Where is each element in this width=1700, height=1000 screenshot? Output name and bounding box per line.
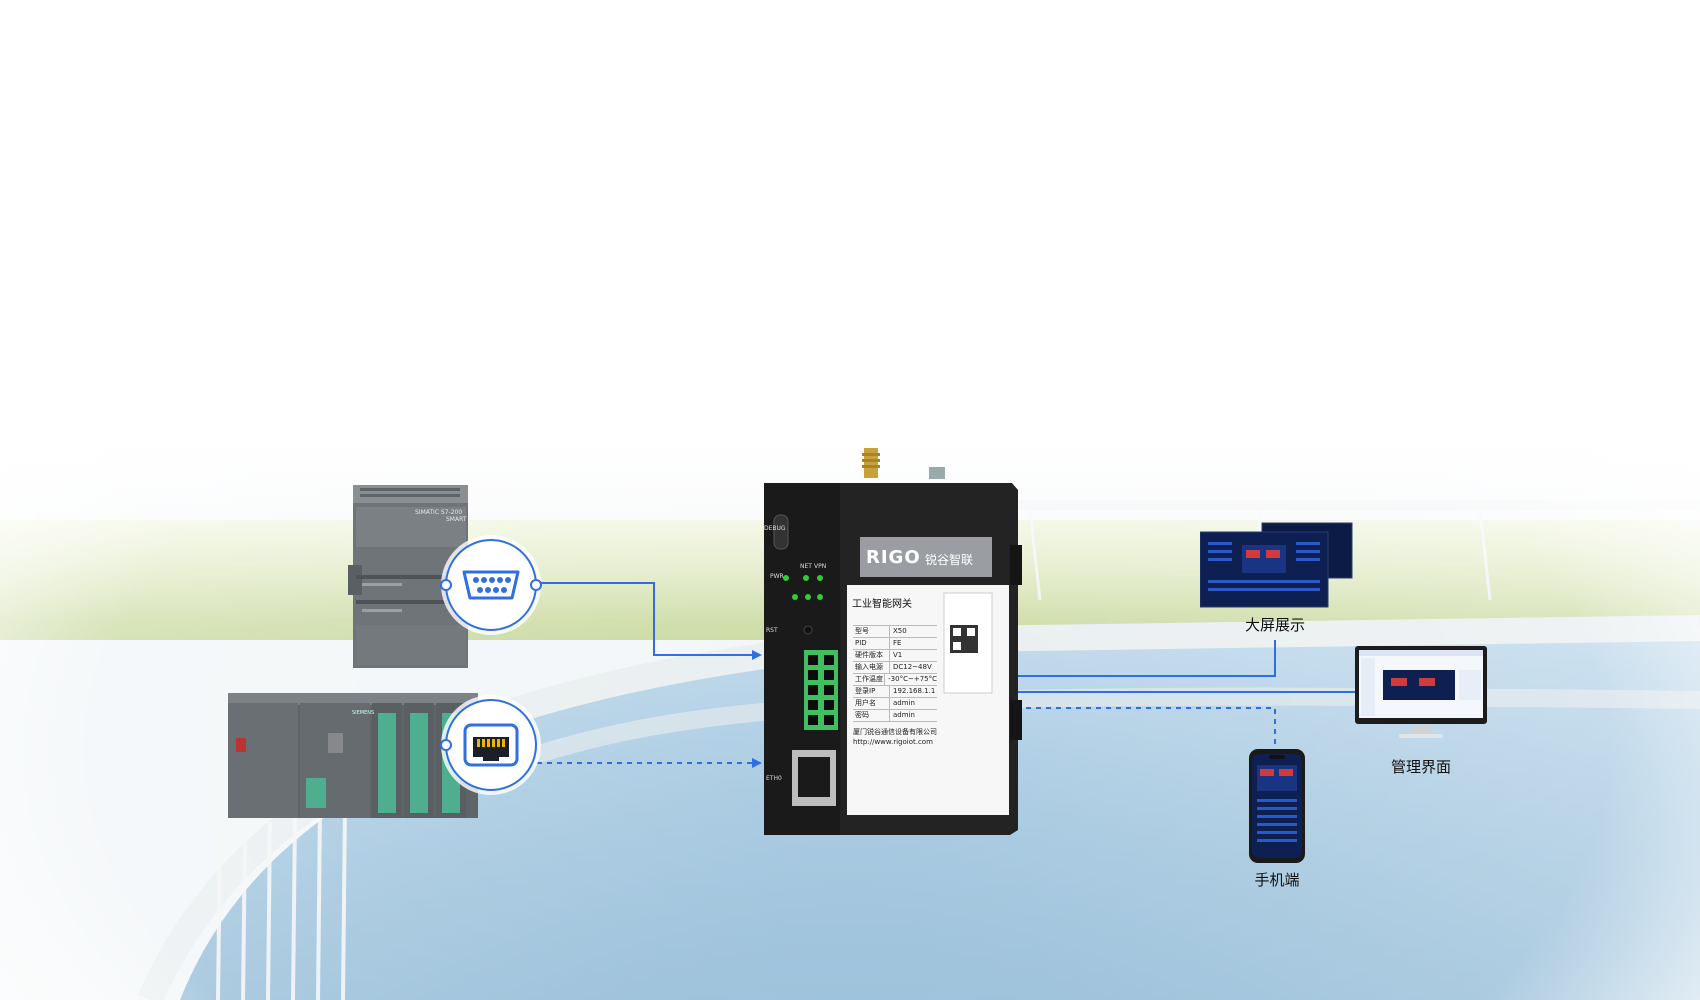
badge-right-ear — [530, 579, 542, 591]
serial-link-line — [537, 582, 760, 656]
ethernet-port-badge — [440, 699, 537, 791]
gateway-vpn-indicator: VPN — [814, 563, 827, 570]
serial-arrow — [752, 650, 762, 660]
rj45-ethernet-icon — [463, 723, 519, 767]
gateway-eth0-label: ETH0 — [766, 775, 782, 782]
gateway-company-name: 厦门锐谷通信设备有限公司 — [853, 728, 937, 736]
industrial-gateway: RIGO 锐谷智联 工业智能网关 PWR NET VPN DEBUG RST E… — [762, 445, 1022, 840]
link-mobile — [1016, 707, 1276, 748]
badge-left-ear — [440, 579, 452, 591]
badge-left-ear — [440, 739, 452, 751]
plc-top-smart-label: SMART — [446, 516, 467, 523]
big-screen-display — [1199, 520, 1355, 610]
big-screen-caption: 大屏展示 — [1244, 616, 1305, 634]
gateway-brand-logo: RIGO — [866, 547, 921, 568]
gateway-website: http://www.rigoiot.com — [853, 738, 933, 746]
ethernet-arrow — [752, 758, 762, 768]
gateway-rst-label: RST — [766, 627, 778, 634]
spec-row: 工作温度-30°C~+75°C — [853, 674, 937, 686]
gateway-brand-cn: 锐谷智联 — [925, 553, 974, 567]
link-big-screen — [1016, 640, 1276, 677]
mobile-caption: 手机端 — [1254, 871, 1300, 889]
plc-bottom-brand: SIEMENS — [352, 710, 375, 716]
gateway-pwr-indicator: PWR — [770, 573, 784, 580]
plc-top-model-label: SIMATIC S7-200 — [415, 509, 463, 516]
serial-port-badge — [440, 539, 542, 631]
admin-ui-caption: 管理界面 — [1390, 758, 1451, 776]
gateway-net-indicator: NET — [800, 563, 812, 570]
mobile-phone — [1249, 749, 1305, 863]
gateway-product-title: 工业智能网关 — [852, 599, 912, 610]
plc-siemens-rack: SIEMENS — [228, 693, 478, 818]
gateway-debug-port-label: DEBUG — [764, 525, 786, 532]
admin-ui-monitor — [1355, 646, 1487, 746]
db9-serial-icon — [462, 570, 520, 600]
